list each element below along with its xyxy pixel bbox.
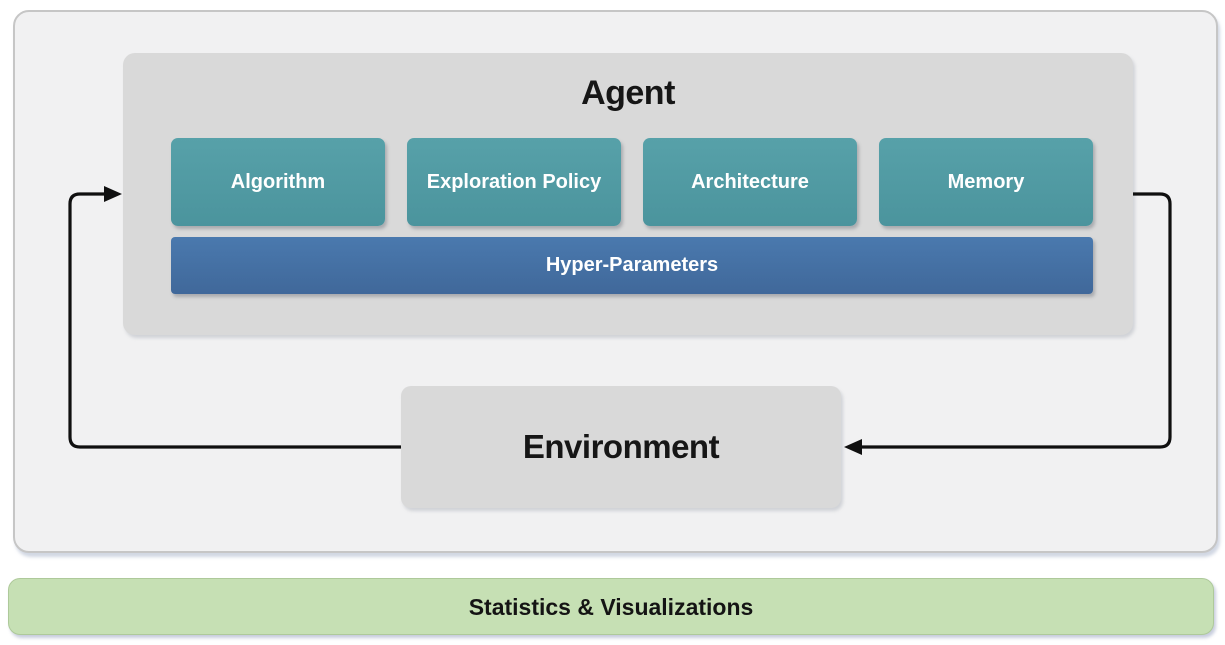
agent-component-exploration-policy: Exploration Policy — [407, 138, 621, 226]
agent-component-architecture: Architecture — [643, 138, 857, 226]
agent-title: Agent — [581, 74, 675, 112]
hyper-parameters-bar: Hyper-Parameters — [171, 237, 1093, 294]
agent-component-memory: Memory — [879, 138, 1093, 226]
agent-component-algorithm: Algorithm — [171, 138, 385, 226]
statistics-visualizations-bar: Statistics & Visualizations — [8, 578, 1214, 635]
environment-box: Environment — [401, 386, 841, 508]
